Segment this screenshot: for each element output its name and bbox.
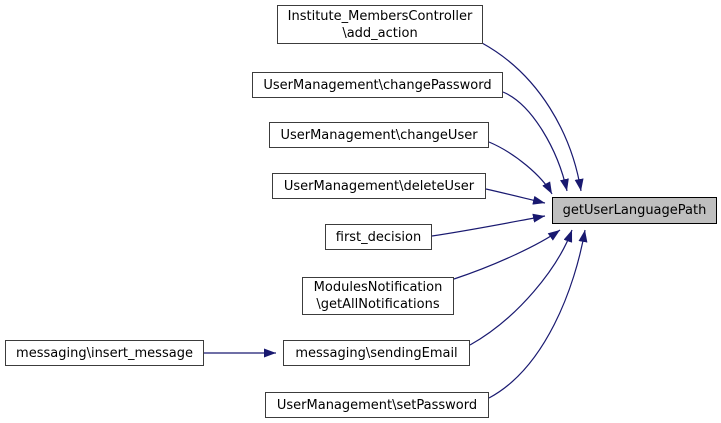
node-first-decision[interactable]: first_decision	[325, 224, 432, 250]
node-label: UserManagement\changeUser	[280, 127, 478, 143]
node-institute-members-add-action[interactable]: Institute_MembersController \add_action	[277, 5, 483, 44]
edge-first-decision-to-getuserlanguagepath	[431, 213, 546, 237]
node-label: Institute_MembersController \add_action	[287, 8, 473, 41]
node-usermanagement-changepassword[interactable]: UserManagement\changePassword	[252, 72, 503, 98]
edge-sendingemail-to-getuserlanguagepath	[469, 229, 573, 346]
node-label: first_decision	[335, 229, 422, 245]
node-label: UserManagement\changePassword	[263, 77, 492, 93]
node-label: messaging\insert_message	[16, 345, 193, 361]
edge-getallnotifications-to-getuserlanguagepath	[453, 229, 561, 280]
node-label: getUserLanguagePath	[562, 203, 707, 218]
node-usermanagement-setpassword[interactable]: UserManagement\setPassword	[265, 392, 489, 418]
edge-changeuser-to-getuserlanguagepath	[488, 141, 553, 195]
edge-deleteuser-to-getuserlanguagepath	[485, 188, 546, 205]
node-label: ModulesNotification \getAllNotifications	[313, 280, 443, 312]
node-messaging-sendingemail[interactable]: messaging\sendingEmail	[283, 340, 470, 366]
node-label: UserManagement\setPassword	[276, 397, 478, 413]
node-usermanagement-changeuser[interactable]: UserManagement\changeUser	[269, 122, 489, 148]
edge-add-action-to-getuserlanguagepath	[481, 42, 584, 192]
node-label: messaging\sendingEmail	[295, 345, 458, 361]
node-modulesnotification-getallnotifications[interactable]: ModulesNotification \getAllNotifications	[302, 277, 454, 315]
edge-changepassword-to-getuserlanguagepath	[502, 91, 569, 192]
edge-setpassword-to-getuserlanguagepath	[488, 229, 588, 399]
node-messaging-insert-message[interactable]: messaging\insert_message	[5, 340, 204, 366]
node-getuserlanguagepath-current: getUserLanguagePath	[552, 197, 717, 224]
node-usermanagement-deleteuser[interactable]: UserManagement\deleteUser	[272, 173, 486, 199]
node-label: UserManagement\deleteUser	[283, 178, 475, 194]
